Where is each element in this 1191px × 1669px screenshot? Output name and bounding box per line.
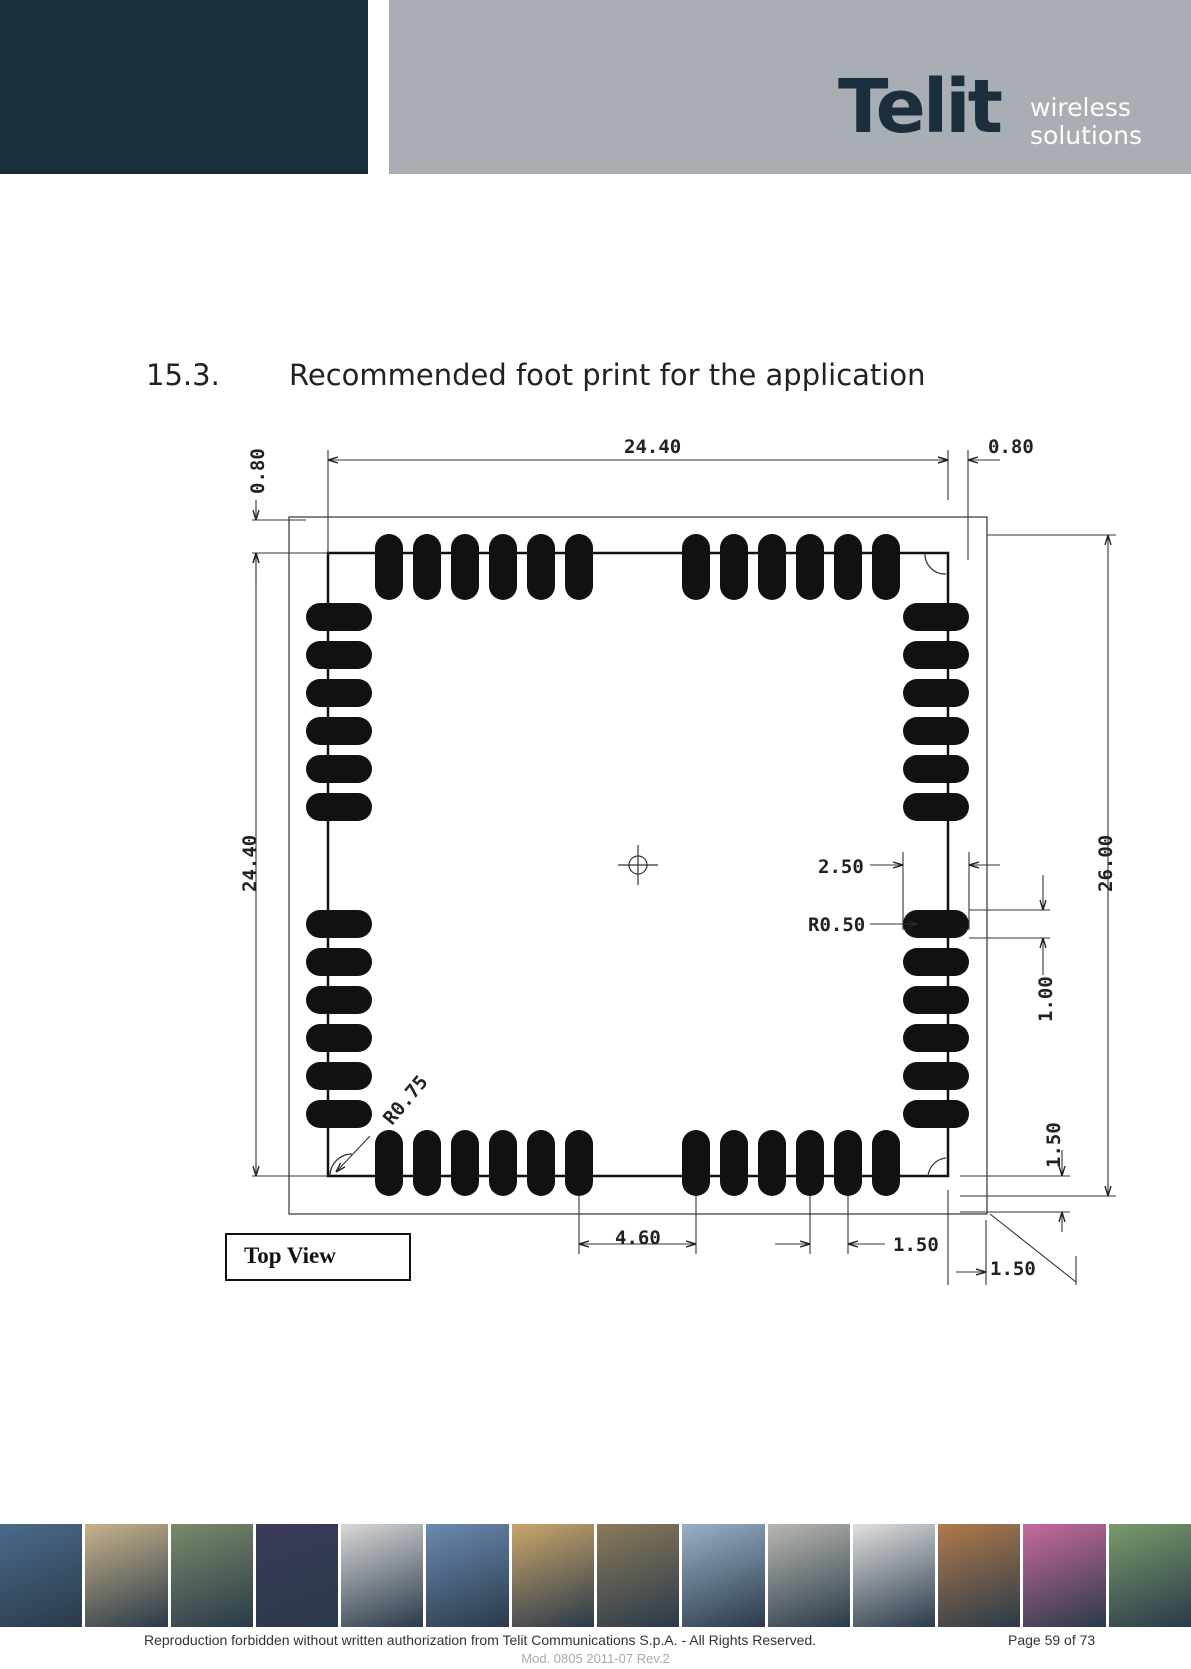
pad: [903, 1062, 969, 1090]
footer-photo: [171, 1524, 253, 1627]
pad: [375, 1130, 403, 1196]
pad: [758, 534, 786, 600]
pad: [903, 1024, 969, 1052]
pad: [306, 755, 372, 783]
footer-photo: [0, 1524, 82, 1627]
pad: [903, 755, 969, 783]
pad: [758, 1130, 786, 1196]
dim-label-offset-right-bottom: 1.50: [1043, 1122, 1065, 1168]
pad: [903, 717, 969, 745]
footer-photo: [938, 1524, 1020, 1627]
pad: [682, 534, 710, 600]
pad: [306, 603, 372, 631]
pad: [413, 534, 441, 600]
dim-label-pitch-bottom: 1.50: [893, 1234, 939, 1256]
pads-top: [375, 534, 900, 600]
pad: [903, 1100, 969, 1128]
pad: [306, 679, 372, 707]
top-view-label: Top View: [244, 1243, 336, 1269]
pad: [306, 717, 372, 745]
pad: [682, 1130, 710, 1196]
pad: [834, 1130, 862, 1196]
pad: [796, 534, 824, 600]
dim-label-left-height: 24.40: [239, 835, 261, 892]
pad: [565, 1130, 593, 1196]
footer-photo-strip: [0, 1524, 1191, 1627]
pad: [527, 1130, 555, 1196]
pad: [375, 534, 403, 600]
pad: [872, 534, 900, 600]
pads-right: [903, 603, 969, 1128]
dim-label-pad-length: 2.50: [818, 856, 864, 878]
footer-photo: [341, 1524, 423, 1627]
pad: [306, 1024, 372, 1052]
dim-label-left-top: 0.80: [247, 448, 269, 494]
pad: [872, 1130, 900, 1196]
pad: [903, 793, 969, 821]
footer-photo: [768, 1524, 850, 1627]
pad: [527, 534, 555, 600]
pad: [306, 948, 372, 976]
pad: [306, 1062, 372, 1090]
corner-arc: [928, 1158, 946, 1176]
pad: [565, 534, 593, 600]
footer-photo: [512, 1524, 594, 1627]
center-crosshair: [618, 845, 658, 885]
pad: [451, 534, 479, 600]
footer-photo: [426, 1524, 508, 1627]
pad: [903, 948, 969, 976]
top-view-label-box: Top View: [225, 1233, 411, 1281]
pad: [796, 1130, 824, 1196]
pad: [306, 910, 372, 938]
pad: [306, 641, 372, 669]
corner-arc: [925, 553, 946, 574]
dim-label-pad-width: 1.00: [1035, 976, 1057, 1022]
pad: [306, 793, 372, 821]
footer-photo: [256, 1524, 338, 1627]
dim-label-pad-radius: R0.50: [808, 914, 865, 936]
footer-copyright: Reproduction forbidden without written a…: [144, 1632, 816, 1648]
footer-photo: [597, 1524, 679, 1627]
dim-label-right-height: 26.00: [1095, 835, 1117, 892]
pads-bottom: [375, 1130, 900, 1196]
pad: [489, 1130, 517, 1196]
pad: [413, 1130, 441, 1196]
pad: [903, 603, 969, 631]
pads-left: [306, 603, 372, 1128]
footer-photo: [1023, 1524, 1105, 1627]
pad: [903, 641, 969, 669]
dim-label-top-right: 0.80: [988, 436, 1034, 458]
corner-arc: [330, 1154, 352, 1176]
pad: [306, 986, 372, 1014]
dim-label-gap-bottom: 4.60: [615, 1227, 661, 1249]
pad: [834, 534, 862, 600]
dim-label-corner-radius: R0.75: [379, 1071, 433, 1129]
pad: [720, 534, 748, 600]
dim-label-top-width: 24.40: [624, 436, 681, 458]
pad: [451, 1130, 479, 1196]
pad: [306, 1100, 372, 1128]
footer-photo: [682, 1524, 764, 1627]
page-number: Page 59 of 73: [1008, 1632, 1095, 1648]
document-mod: Mod. 0805 2011-07 Rev.2: [0, 1651, 1191, 1666]
pad: [903, 986, 969, 1014]
leader-corner-radius: [336, 1136, 370, 1172]
dim-label-offset-bottom-right: 1.50: [990, 1258, 1036, 1280]
pad: [489, 534, 517, 600]
pad: [903, 679, 969, 707]
footer-photo: [1109, 1524, 1191, 1627]
footer-photo: [85, 1524, 167, 1627]
pad: [720, 1130, 748, 1196]
footer-photo: [853, 1524, 935, 1627]
